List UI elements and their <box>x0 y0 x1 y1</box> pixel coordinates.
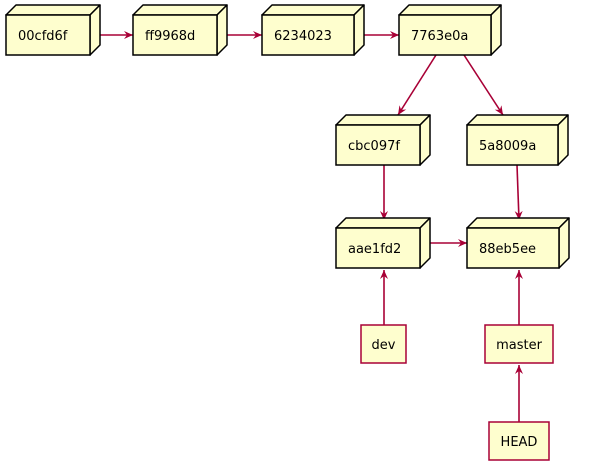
ref-node-dev: dev <box>360 324 407 364</box>
commit-node-88eb5ee: 88eb5ee <box>466 217 570 269</box>
commit-node-top-face <box>261 4 365 16</box>
commit-node-ff9968d: ff9968d <box>132 4 228 56</box>
commit-node-top-face <box>132 4 228 16</box>
commit-node-cbc097f: cbc097f <box>335 114 431 166</box>
ref-node-master: master <box>484 324 554 364</box>
ref-node-head: HEAD <box>488 421 550 461</box>
commit-node-top-face <box>398 4 502 16</box>
commit-node-aae1fd2: aae1fd2 <box>335 217 431 269</box>
ref-label: master <box>496 338 542 353</box>
commit-hash-label: 88eb5ee <box>479 242 536 257</box>
commit-node-7763e0a: 7763e0a <box>398 4 502 56</box>
commit-node-top-face <box>335 217 431 229</box>
commit-hash-label: 7763e0a <box>411 29 468 44</box>
commit-hash-label: 00cfd6f <box>18 29 68 44</box>
commit-node-front-face <box>335 124 421 166</box>
commit-node-top-face <box>335 114 431 126</box>
commit-hash-label: cbc097f <box>348 139 400 154</box>
commit-node-side-face <box>419 114 431 166</box>
commit-node-front-face <box>466 227 560 269</box>
commit-hash-label: ff9968d <box>145 29 195 44</box>
commit-node-front-face <box>466 124 559 166</box>
commit-hash-label: aae1fd2 <box>348 242 401 257</box>
edge-arrow <box>463 54 504 116</box>
commit-node-side-face <box>490 4 502 56</box>
commit-node-top-face <box>466 217 570 229</box>
edges-layer <box>90 31 523 422</box>
ref-box <box>484 324 554 364</box>
commit-node-side-face <box>557 114 569 166</box>
commit-node-5a8009a: 5a8009a <box>466 114 569 166</box>
commit-node-front-face <box>335 227 421 269</box>
edge-arrow <box>514 164 523 221</box>
ref-label: HEAD <box>501 435 538 450</box>
edge-arrow <box>397 54 437 116</box>
ref-label: dev <box>372 338 396 353</box>
nodes-layer: 00cfd6f ff9968d 6234023 7763e0a cbc097f 5a800… <box>5 4 570 461</box>
commit-node-top-face <box>5 4 101 16</box>
ref-box <box>360 324 407 364</box>
commit-hash-label: 5a8009a <box>479 139 536 154</box>
commit-node-front-face <box>398 14 492 56</box>
commit-node-front-face <box>132 14 218 56</box>
commit-node-6234023: 6234023 <box>261 4 365 56</box>
ref-box <box>488 421 550 461</box>
commit-node-side-face <box>216 4 228 56</box>
commit-hash-label: 6234023 <box>274 29 332 44</box>
commit-node-front-face <box>261 14 355 56</box>
commit-node-00cfd6f: 00cfd6f <box>5 4 101 56</box>
commit-node-side-face <box>353 4 365 56</box>
commit-node-top-face <box>466 114 569 126</box>
commit-node-front-face <box>5 14 91 56</box>
commit-node-side-face <box>89 4 101 56</box>
commit-node-side-face <box>419 217 431 269</box>
commit-node-side-face <box>558 217 570 269</box>
